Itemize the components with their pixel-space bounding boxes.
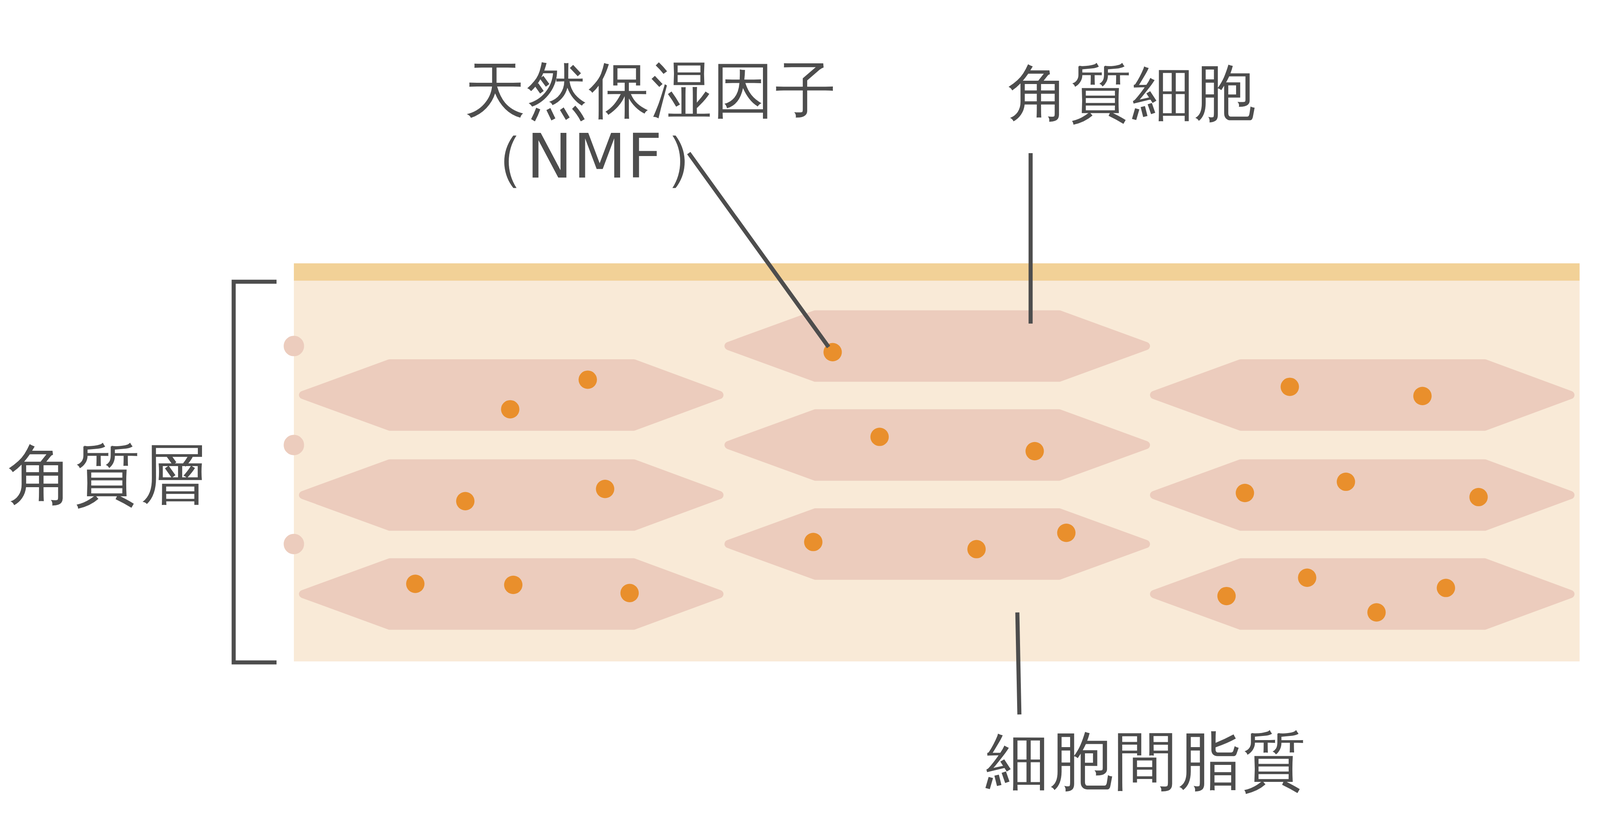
nmf-dot xyxy=(1217,587,1236,606)
callout-label: 天然保湿因子 （NMF） xyxy=(464,57,884,190)
nmf-dot xyxy=(406,574,425,593)
leader-line xyxy=(1017,612,1020,715)
corneocytes xyxy=(287,314,1571,626)
nmf-dot xyxy=(870,427,889,446)
leader-lines xyxy=(233,153,1031,715)
corneocyte xyxy=(1154,363,1571,427)
bracket xyxy=(233,281,277,663)
leader-line xyxy=(1028,153,1033,324)
nmf-dot xyxy=(500,400,520,419)
nmf-dot xyxy=(1336,472,1355,491)
stratum-corneum xyxy=(293,280,1580,662)
nmf-dot xyxy=(967,539,986,559)
surface-band xyxy=(293,263,1580,281)
corneocyte xyxy=(303,562,720,626)
nmf-dot xyxy=(1280,377,1299,396)
corneocyte xyxy=(1154,463,1571,527)
nmf-dot xyxy=(1436,578,1456,597)
corneocyte xyxy=(1154,562,1571,626)
cell-edge xyxy=(287,339,301,353)
callout-label: 細胞間脂質 xyxy=(985,724,1353,798)
nmf-dot xyxy=(1057,523,1076,542)
nmf-dot xyxy=(803,532,823,551)
corneocyte xyxy=(303,463,720,527)
corneocyte xyxy=(728,512,1146,576)
nmf-dot xyxy=(456,492,475,511)
nmf-dot xyxy=(1297,568,1317,588)
nmf-dot xyxy=(1413,387,1432,406)
corneocyte xyxy=(728,413,1146,477)
nmf-dot xyxy=(620,584,639,603)
corneocyte xyxy=(303,363,720,427)
nmf-dot xyxy=(596,479,615,499)
callout-label: 角質細胞 xyxy=(1008,57,1335,129)
nmf-dot xyxy=(1025,442,1044,461)
nmf-dot xyxy=(1235,483,1254,503)
nmf-dot xyxy=(578,370,597,389)
nmf-dot xyxy=(1469,488,1488,507)
nmf-dots xyxy=(406,343,1488,622)
corneocyte xyxy=(728,314,1146,378)
nmf-dot xyxy=(504,575,523,595)
cell-edge xyxy=(287,538,301,551)
callout-label: 角質層 xyxy=(8,436,244,513)
nmf-dot xyxy=(1367,603,1386,622)
cell-edge xyxy=(287,438,301,452)
